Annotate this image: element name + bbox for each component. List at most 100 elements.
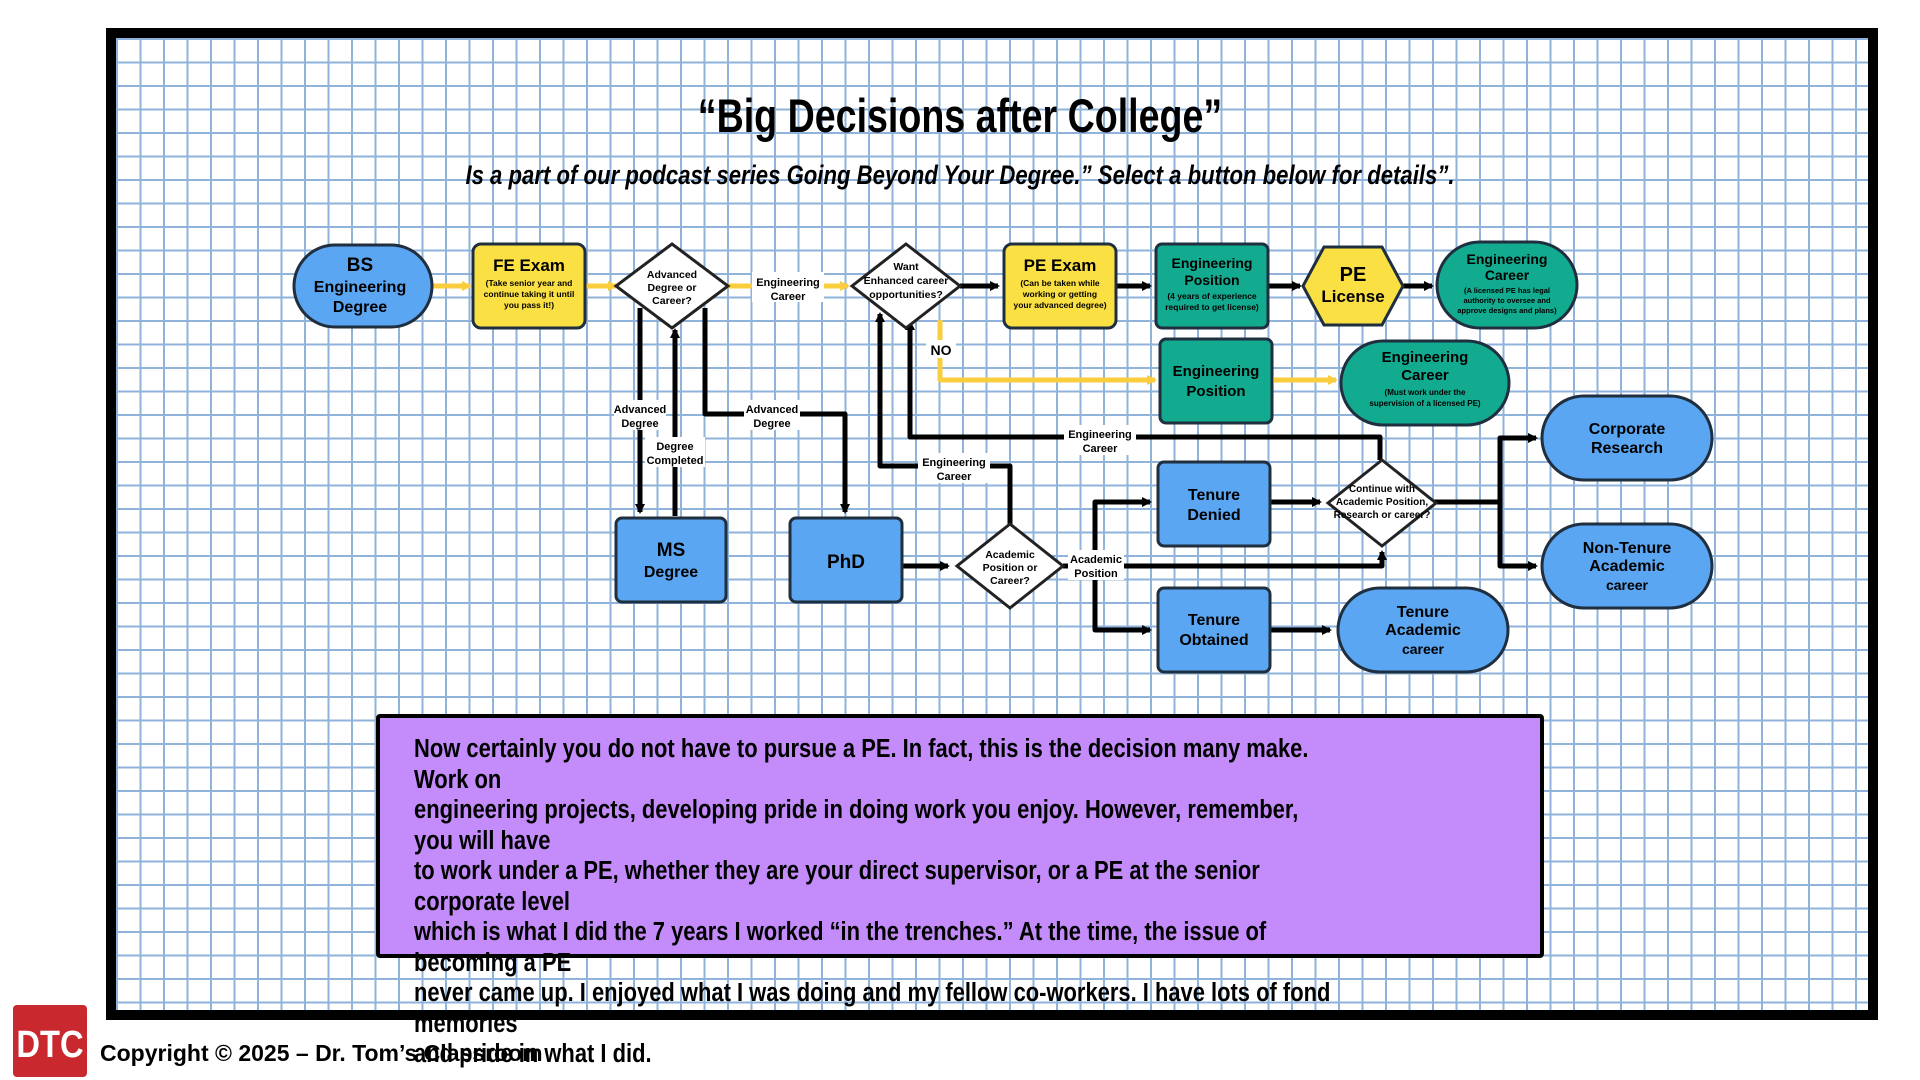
svg-text:Want: Want	[893, 261, 919, 273]
page-title: “Big Decisions after College”	[697, 89, 1223, 142]
continue-academic-decision[interactable]: Continue with Academic Position, Researc…	[1325, 458, 1439, 548]
svg-text:BS: BS	[347, 255, 373, 276]
svg-text:approve designs and plans): approve designs and plans)	[1457, 306, 1557, 315]
svg-text:Engineering: Engineering	[1467, 251, 1548, 267]
svg-text:Engineering: Engineering	[1172, 255, 1253, 271]
fe-exam-button[interactable]: FE Exam (Take senior year and continue t…	[471, 242, 587, 330]
svg-text:MS: MS	[657, 540, 686, 561]
svg-text:Tenure: Tenure	[1397, 604, 1449, 621]
svg-text:Obtained: Obtained	[1179, 632, 1248, 649]
copyright-text: Copyright © 2025 – Dr. Tom’s Classroom	[100, 1040, 543, 1066]
phd-button[interactable]: PhD	[788, 516, 904, 604]
engineering-position-button[interactable]: Engineering Position	[1158, 337, 1274, 425]
svg-text:career: career	[1606, 577, 1649, 593]
edge-label-degree-completed: Degree Completed	[645, 437, 705, 467]
svg-text:Advanced: Advanced	[614, 404, 667, 416]
svg-text:PE Exam: PE Exam	[1024, 256, 1097, 275]
svg-text:Degree: Degree	[753, 418, 790, 430]
svg-text:Degree: Degree	[644, 564, 698, 581]
svg-text:Degree: Degree	[656, 441, 693, 453]
details-text: Now certainly you do not have to pursue …	[414, 735, 1331, 1068]
svg-text:(A licensed PE has legal: (A licensed PE has legal	[1464, 286, 1550, 295]
svg-text:Continue with: Continue with	[1349, 484, 1415, 495]
svg-text:Non-Tenure: Non-Tenure	[1583, 540, 1672, 557]
academic-position-or-career-decision[interactable]: Academic Position or Career?	[954, 522, 1066, 610]
svg-text:continue taking it until: continue taking it until	[484, 289, 575, 299]
svg-text:Career: Career	[771, 291, 807, 303]
edge-label-engineering-career-3: Engineering Career	[1064, 425, 1136, 455]
logo-text: DTC	[16, 1023, 83, 1066]
svg-text:supervision of a licensed PE): supervision of a licensed PE)	[1369, 399, 1480, 408]
svg-text:you pass it!): you pass it!)	[504, 300, 554, 310]
svg-text:Tenure: Tenure	[1188, 612, 1240, 629]
edge-continue-career-to-enhanced	[905, 320, 1383, 460]
edge-label-no: NO	[926, 340, 956, 358]
svg-text:Denied: Denied	[1187, 507, 1240, 524]
svg-text:Academic Position,: Academic Position,	[1336, 497, 1428, 508]
engineering-career-pe-button[interactable]: Engineering Career (A licensed PE has le…	[1435, 240, 1579, 330]
svg-text:Engineering: Engineering	[922, 457, 986, 469]
svg-text:(4 years of experience: (4 years of experience	[1167, 291, 1257, 301]
svg-text:career: career	[1402, 641, 1445, 657]
svg-text:NO: NO	[931, 342, 952, 358]
svg-text:Engineering: Engineering	[314, 279, 406, 296]
edge-academic-to-obtained	[1092, 566, 1152, 635]
svg-text:Advanced: Advanced	[647, 269, 697, 281]
svg-text:Engineering: Engineering	[1382, 349, 1469, 366]
edge-academic-to-continue	[1095, 550, 1387, 569]
svg-text:working or getting: working or getting	[1022, 289, 1097, 299]
svg-text:(Must work under the: (Must work under the	[1385, 388, 1466, 397]
svg-text:Engineering: Engineering	[1173, 363, 1260, 380]
svg-text:Advanced: Advanced	[746, 404, 799, 416]
svg-text:Career: Career	[1083, 443, 1119, 455]
svg-text:Completed: Completed	[647, 455, 704, 467]
svg-text:FE Exam: FE Exam	[493, 256, 565, 275]
svg-text:Position: Position	[1186, 383, 1245, 400]
corporate-research-button[interactable]: Corporate Research	[1540, 394, 1714, 482]
svg-text:Academic: Academic	[1385, 622, 1461, 639]
engineering-position-pe-track-button[interactable]: Engineering Position (4 years of experie…	[1154, 242, 1270, 330]
dtc-logo: DTC	[13, 1005, 87, 1077]
page-subtitle: Is a part of our podcast series Going Be…	[465, 160, 1455, 190]
engineering-career-button[interactable]: Engineering Career (Must work under the …	[1339, 339, 1511, 427]
svg-text:(Can be taken while: (Can be taken while	[1020, 278, 1100, 288]
edge-label-advanced-degree-phd: Advanced Degree	[744, 400, 800, 430]
svg-text:Research or career?: Research or career?	[1334, 510, 1431, 521]
edge-label-advanced-degree-ms: Advanced Degree	[614, 400, 667, 430]
edge-label-engineering-career-2: Engineering Career	[918, 453, 990, 483]
tenure-obtained-button[interactable]: Tenure Obtained	[1156, 586, 1272, 674]
svg-text:your advanced degree): your advanced degree)	[1013, 300, 1106, 310]
pe-license-button[interactable]: PE License	[1301, 245, 1405, 327]
svg-text:Tenure: Tenure	[1188, 487, 1240, 504]
non-tenure-academic-career-button[interactable]: Non-Tenure Academic career	[1540, 522, 1714, 610]
svg-text:Academic: Academic	[1589, 558, 1665, 575]
svg-text:Degree: Degree	[621, 418, 658, 430]
ms-degree-button[interactable]: MS Degree	[614, 516, 728, 604]
svg-text:Research: Research	[1591, 440, 1663, 457]
details-panel: Now certainly you do not have to pursue …	[376, 714, 1544, 1068]
svg-text:required to get license): required to get license)	[1165, 302, 1259, 312]
edge-label-academic-position: Academic Position	[1068, 550, 1124, 580]
svg-text:Academic: Academic	[1070, 554, 1122, 566]
svg-text:Position: Position	[1184, 272, 1239, 288]
pe-exam-button[interactable]: PE Exam (Can be taken while working or g…	[1002, 242, 1118, 330]
svg-text:Position or: Position or	[983, 562, 1038, 574]
svg-text:Career: Career	[1485, 267, 1530, 283]
svg-text:Position: Position	[1074, 568, 1118, 580]
svg-text:authority to oversee and: authority to oversee and	[1463, 296, 1551, 305]
svg-text:Academic: Academic	[985, 549, 1035, 561]
tenure-denied-button[interactable]: Tenure Denied	[1156, 460, 1272, 548]
bs-engineering-degree-button[interactable]: BS Engineering Degree	[292, 243, 434, 329]
svg-text:opportunities?: opportunities?	[869, 289, 943, 301]
advanced-degree-or-career-decision[interactable]: Advanced Degree or Career?	[613, 242, 731, 330]
enhanced-career-decision[interactable]: Want Enhanced career opportunities?	[849, 242, 963, 330]
edge-continue-to-nontenure	[1497, 502, 1538, 571]
svg-text:Career?: Career?	[652, 295, 692, 307]
svg-text:Engineering: Engineering	[756, 277, 820, 289]
svg-text:PhD: PhD	[827, 552, 865, 573]
tenure-academic-career-button[interactable]: Tenure Academic career	[1336, 586, 1510, 674]
svg-text:Career?: Career?	[990, 575, 1030, 587]
svg-text:Degree: Degree	[333, 299, 387, 316]
svg-text:Degree or: Degree or	[647, 282, 696, 294]
svg-text:Corporate: Corporate	[1589, 421, 1666, 438]
